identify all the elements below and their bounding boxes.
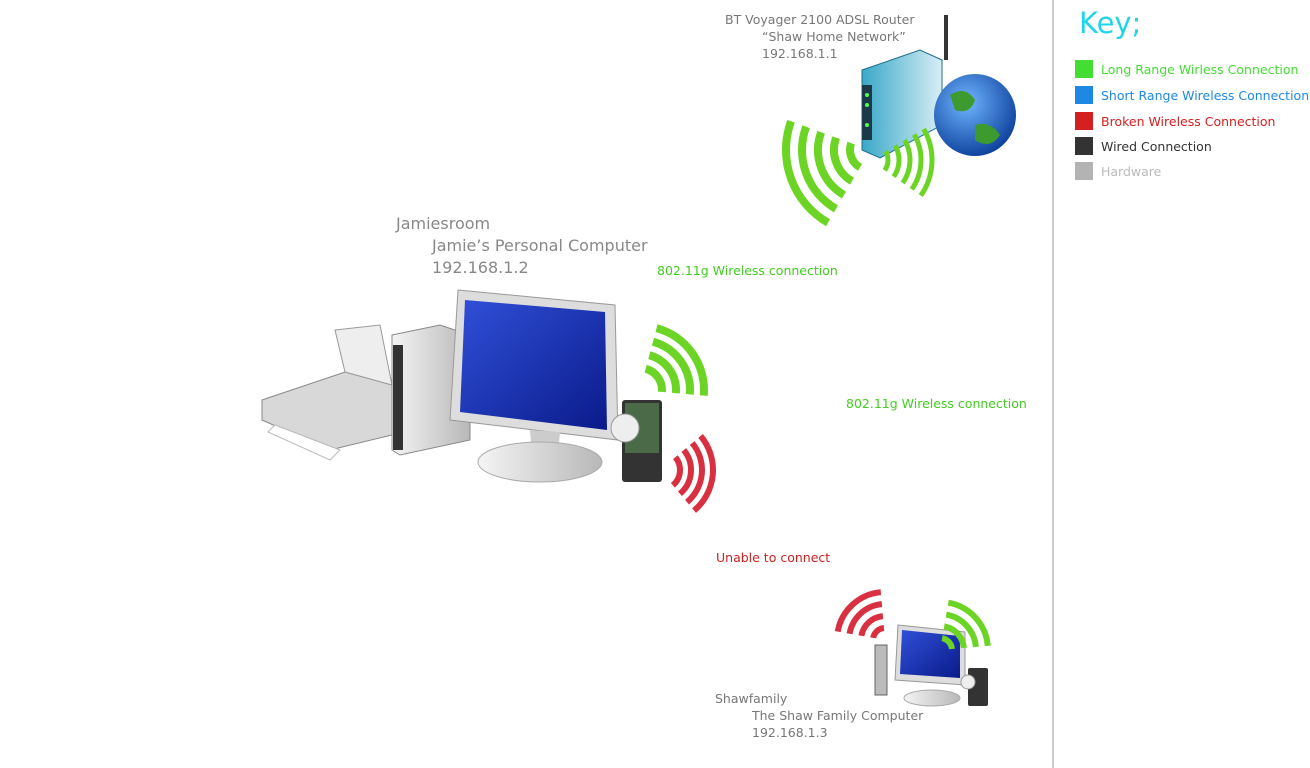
wifi-wave-icon bbox=[651, 337, 694, 395]
wifi-wave-icon bbox=[943, 623, 967, 649]
divider bbox=[1052, 0, 1054, 768]
shaw-computer-icon bbox=[874, 624, 988, 707]
wifi-wave-icon bbox=[677, 448, 694, 497]
wifi-wave-icon bbox=[846, 141, 863, 171]
broken-connection-label: Unable to connect bbox=[716, 550, 831, 565]
wifi-wave-icon bbox=[644, 364, 666, 393]
wifi-wave-icon bbox=[909, 133, 924, 191]
wifi-wave-icon bbox=[947, 599, 991, 647]
wifi-wave-icon bbox=[891, 144, 902, 179]
legend-swatch bbox=[1075, 137, 1093, 155]
pc1-name: Jamie’s Personal Computer bbox=[432, 236, 648, 255]
wifi-wave-icon bbox=[830, 136, 855, 185]
connection-label-2: 802.11g Wireless connection bbox=[846, 396, 1027, 411]
wifi-wave-icon bbox=[918, 127, 935, 197]
pc2-name: The Shaw Family Computer bbox=[752, 708, 924, 723]
wifi-wave-icon bbox=[941, 635, 955, 650]
legend-item-wired: Wired Connection bbox=[1075, 137, 1212, 155]
legend-item-hardware: Hardware bbox=[1075, 162, 1161, 180]
legend-label: Broken Wireless Connection bbox=[1101, 113, 1276, 129]
legend-label: Wired Connection bbox=[1101, 138, 1212, 154]
connection-label-1: 802.11g Wireless connection bbox=[657, 263, 838, 278]
legend-swatch bbox=[1075, 162, 1093, 180]
legend-item-long-range: Long Range Wirless Connection bbox=[1075, 60, 1298, 78]
legend-label: Short Range Wireless Connection bbox=[1101, 87, 1310, 103]
wifi-wave-icon bbox=[782, 119, 831, 227]
router-ip: 192.168.1.1 bbox=[762, 46, 838, 61]
wifi-wave-icon bbox=[900, 138, 913, 185]
router-network: “Shaw Home Network” bbox=[762, 29, 906, 44]
wifi-wave-icon bbox=[882, 149, 891, 172]
wifi-wave-icon bbox=[858, 613, 884, 637]
tower-icon bbox=[391, 324, 471, 456]
wifi-wave-icon bbox=[670, 455, 683, 488]
wifi-wave-icon bbox=[648, 351, 680, 394]
legend-item-short-range: Short Range Wireless Connection bbox=[1075, 86, 1309, 104]
key-title: Key; bbox=[1079, 6, 1142, 40]
wireless-card-icon bbox=[610, 400, 662, 482]
wifi-wave-icon bbox=[655, 324, 708, 396]
pc2-ip: 192.168.1.3 bbox=[752, 725, 828, 740]
wifi-wave-icon bbox=[846, 601, 883, 635]
wifi-wave-icon bbox=[684, 441, 705, 505]
wifi-wave-icon bbox=[870, 625, 885, 639]
legend-item-broken: Broken Wireless Connection bbox=[1075, 112, 1275, 130]
wifi-wave-icon bbox=[798, 125, 839, 213]
pc1-host: Jamiesroom bbox=[396, 214, 491, 233]
monitor-icon bbox=[449, 289, 619, 483]
wifi-wave-icon bbox=[945, 611, 979, 648]
pc1-ip: 192.168.1.2 bbox=[432, 258, 529, 277]
pc2-host: Shawfamily bbox=[715, 691, 788, 706]
legend-label: Hardware bbox=[1101, 163, 1162, 179]
legend-swatch bbox=[1075, 112, 1093, 130]
wifi-wave-icon bbox=[834, 589, 882, 633]
wifi-wave-icon bbox=[692, 434, 716, 513]
printer-icon bbox=[261, 324, 393, 461]
legend-label: Long Range Wirless Connection bbox=[1101, 61, 1299, 77]
legend-swatch bbox=[1075, 86, 1093, 104]
wifi-wave-icon bbox=[814, 130, 847, 199]
legend-swatch bbox=[1075, 60, 1093, 78]
router-name: BT Voyager 2100 ADSL Router bbox=[725, 12, 915, 27]
